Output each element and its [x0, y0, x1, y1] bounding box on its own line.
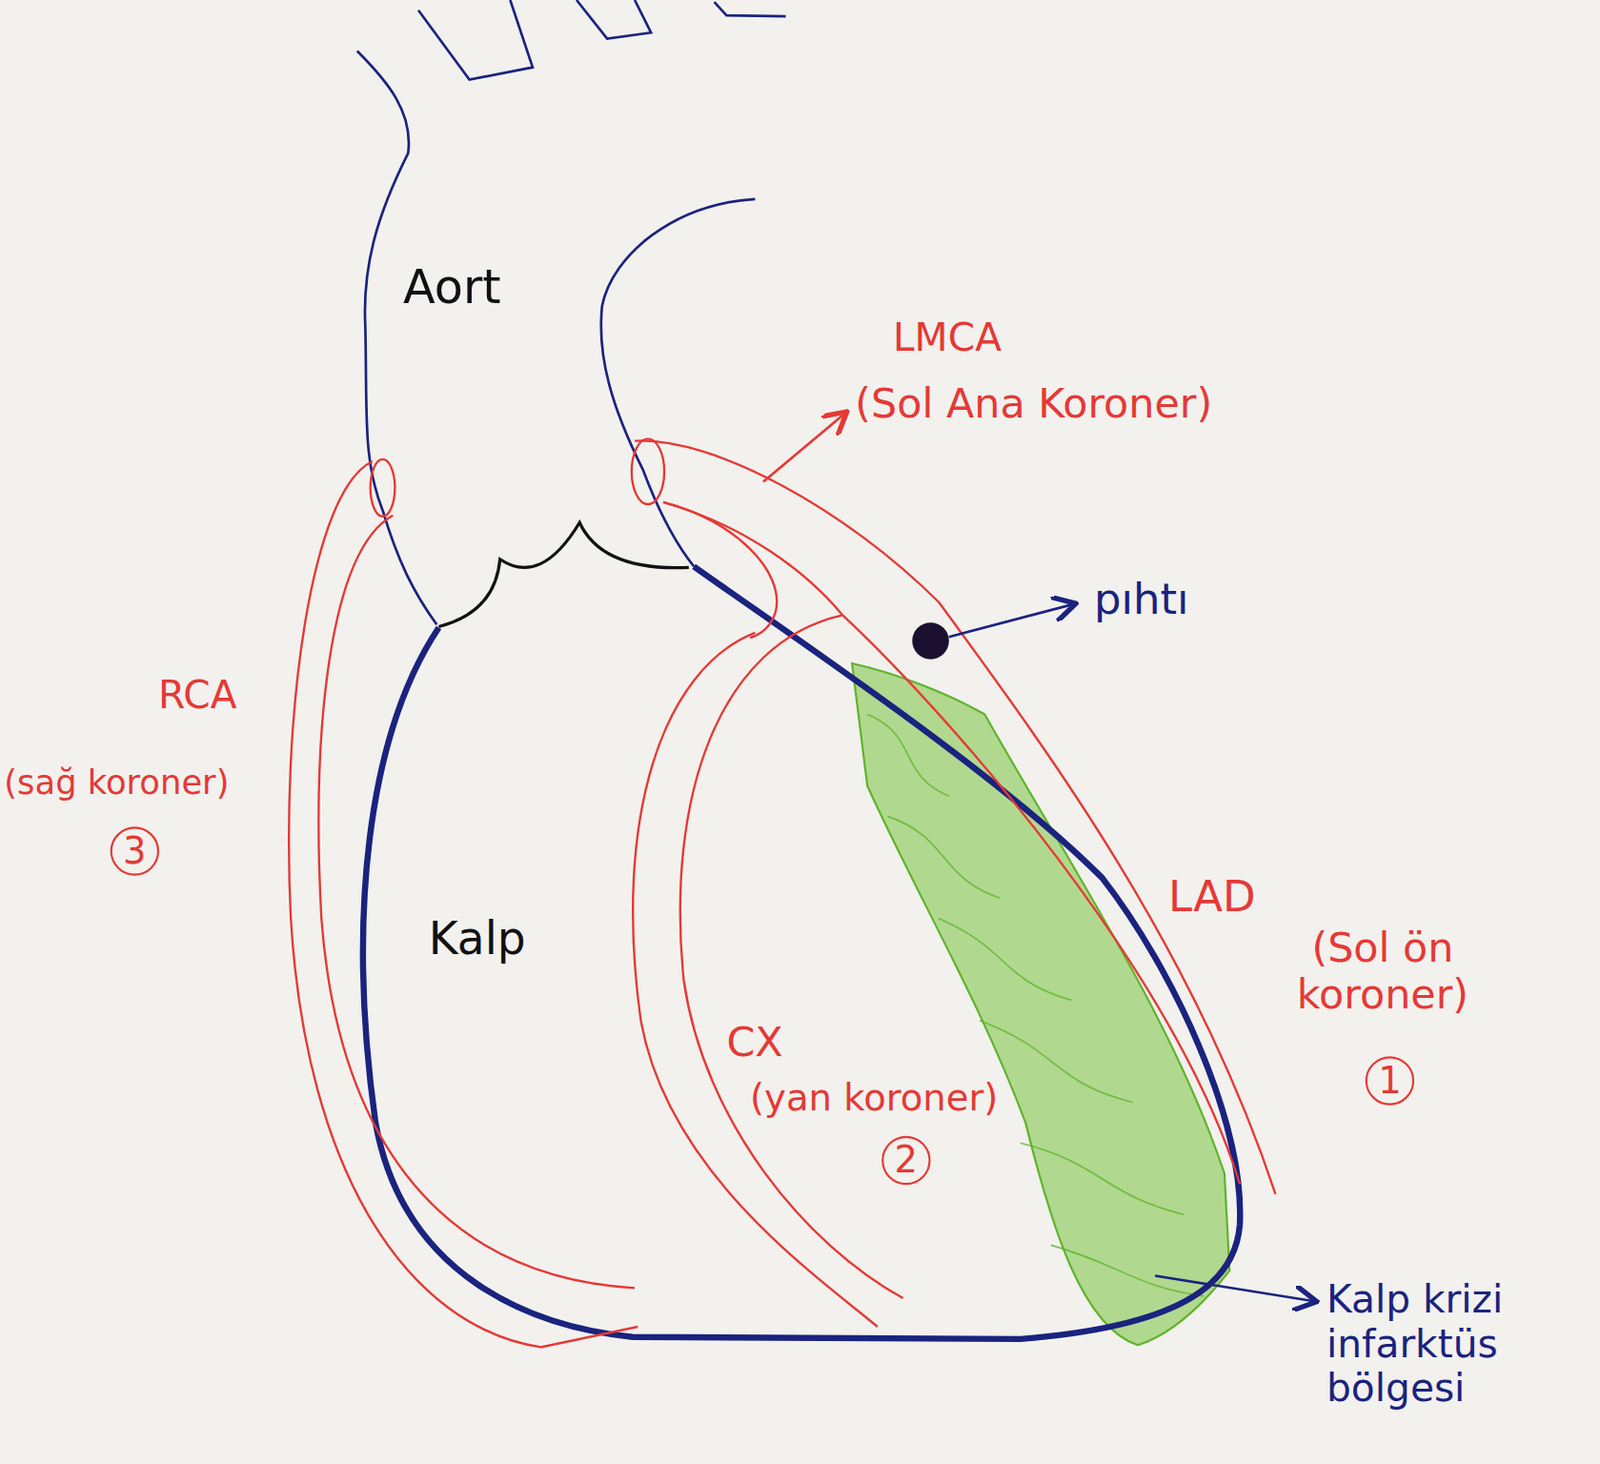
- part-label: LAD: [1168, 872, 1256, 923]
- leader-arrow: [949, 604, 1074, 637]
- part-label: CX: [726, 1018, 783, 1066]
- note-label: Kalp krizi infarktüs bölgesi: [1326, 1277, 1595, 1412]
- aorta-outline: [357, 0, 787, 625]
- leader-arrow: [763, 413, 846, 483]
- heart-outline: [363, 566, 1240, 1339]
- part-label: (sağ koroner): [3, 763, 229, 803]
- infarct-region: [851, 663, 1230, 1345]
- aortic-valve: [438, 522, 689, 627]
- callout-number: 2: [881, 1135, 931, 1185]
- part-label: Kalp: [428, 912, 527, 965]
- callout-number: 3: [110, 826, 160, 875]
- part-label: RCA: [158, 673, 238, 719]
- part-label: (Sol ön koroner): [1229, 923, 1536, 1018]
- part-label: pıhtı: [1093, 574, 1190, 625]
- part-label: Aort: [403, 260, 502, 315]
- callout-number: 1: [1365, 1055, 1415, 1105]
- clot: [911, 622, 950, 660]
- leader-arrow: [1154, 1275, 1315, 1301]
- part-label: (Sol Ana Koroner): [854, 379, 1213, 426]
- coronary-arteries: [288, 438, 1276, 1347]
- part-label: (yan koroner): [749, 1076, 998, 1119]
- part-label: LMCA: [892, 316, 1002, 362]
